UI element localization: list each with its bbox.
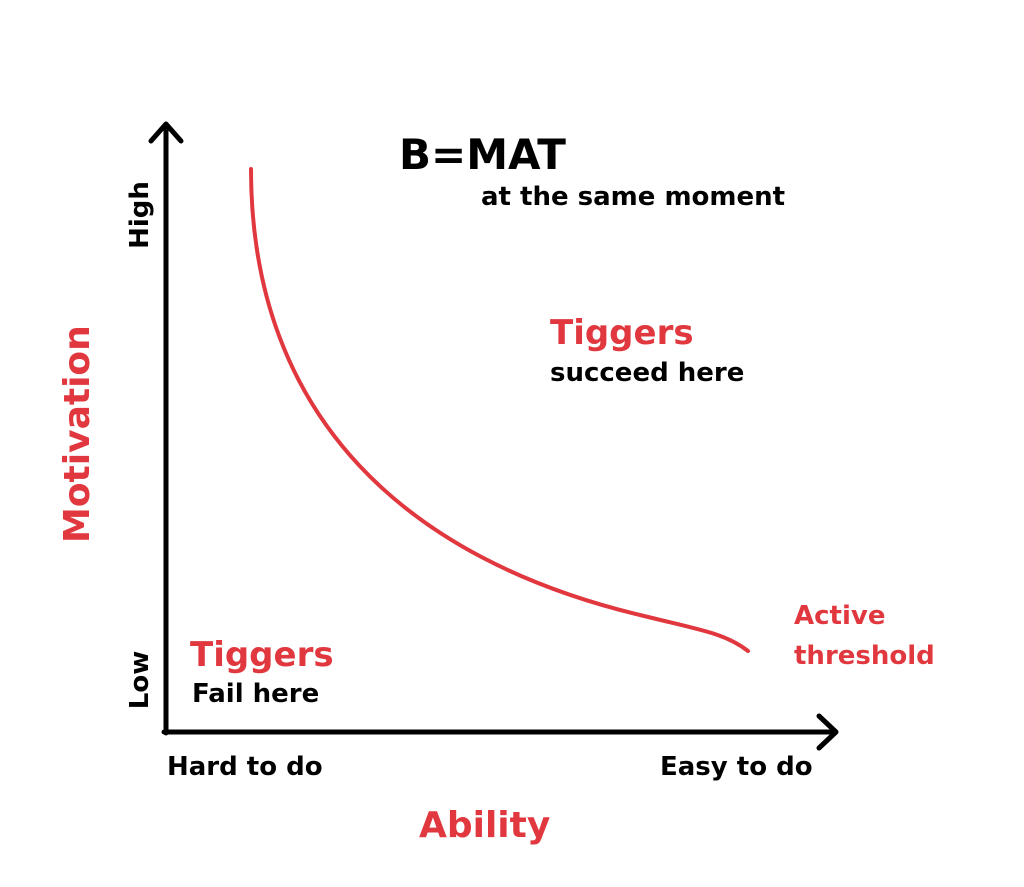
formula-title: B=MAT [399,130,566,179]
tiggers-succeed-text: succeed here [550,358,745,388]
y-axis-title: Motivation [57,325,98,543]
tiggers-fail-text: Fail here [192,679,320,709]
x-axis-title: Ability [419,805,551,846]
tiggers-fail-heading: Tiggers [190,635,334,675]
y-axis-arrowhead [148,121,184,144]
y-axis-high-label: High [125,181,155,249]
x-axis-low-label: Hard to do [167,752,323,782]
action-threshold-curve [249,167,750,653]
tiggers-succeed-heading: Tiggers [550,313,694,353]
x-axis-high-label: Easy to do [660,752,813,782]
threshold-label-line1: Active [794,601,886,631]
y-axis-low-label: Low [125,650,155,710]
formula-subtitle: at the same moment [481,182,786,212]
x-axis-arrowhead [816,713,839,751]
threshold-label-line2: threshold [794,641,935,671]
